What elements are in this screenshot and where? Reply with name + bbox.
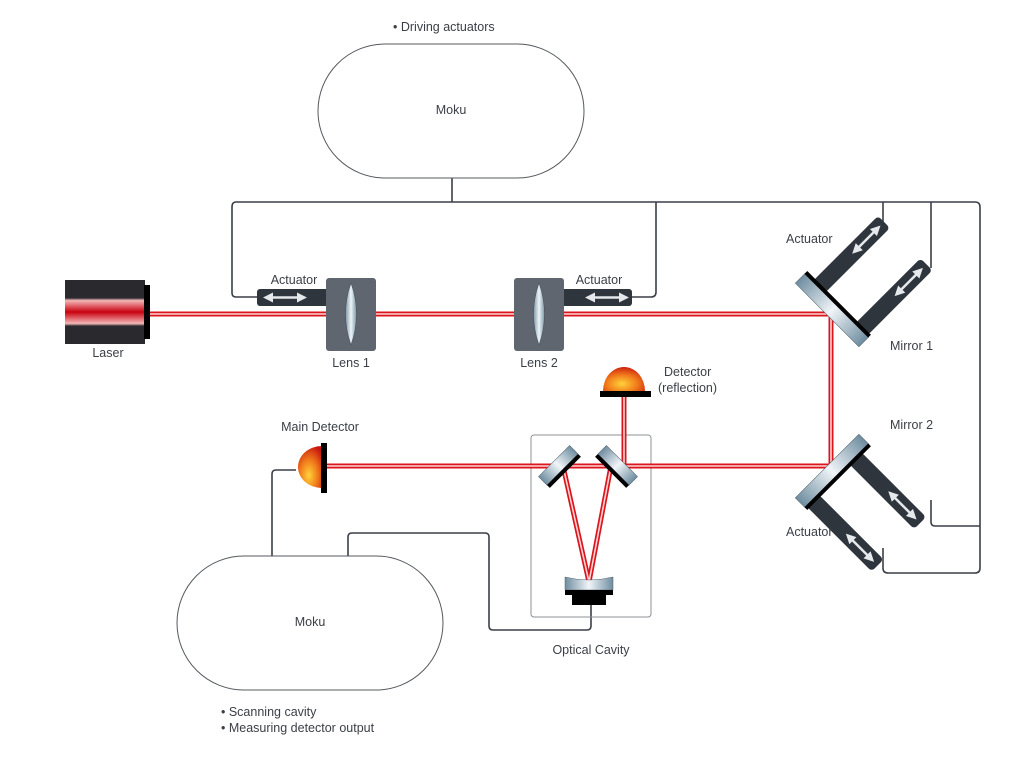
optical-cavity-label: Optical Cavity [552, 643, 630, 657]
moku-bottom[interactable]: Moku [176, 555, 444, 691]
mirror2-label: Mirror 2 [890, 418, 933, 432]
laser-label: Laser [92, 346, 123, 360]
lens1-actuator-label: Actuator [271, 273, 318, 287]
detector-reflection[interactable] [600, 367, 651, 397]
wire-bus-mirror2-lower [236, 201, 981, 574]
wire-lens2-actuator [632, 202, 657, 298]
moku-bottom-label: Moku [295, 615, 326, 629]
detector-reflection-label-2: (reflection) [658, 381, 717, 395]
double-arrow-icon [852, 225, 881, 254]
wire-cavity-piezo [347, 532, 592, 631]
cavity-input-mirror [538, 445, 581, 488]
mirror1-actuator-a[interactable] [813, 216, 890, 293]
mirror2-actuator-b[interactable] [807, 494, 884, 571]
detector-reflection-label-1: Detector [664, 365, 711, 379]
cavity-curved-mirror-piezo[interactable] [564, 576, 614, 605]
laser-source[interactable] [65, 280, 150, 344]
moku-top-label: Moku [436, 103, 467, 117]
moku-bottom-note-2: • Measuring detector output [221, 721, 375, 735]
lens2-actuator[interactable] [557, 289, 632, 306]
double-arrow-icon [845, 533, 875, 562]
lens1-label: Lens 1 [332, 356, 370, 370]
mirror1-actuator-b[interactable] [855, 258, 932, 335]
mirror2-assembly[interactable] [794, 433, 934, 573]
lens1[interactable] [326, 278, 376, 351]
moku-bottom-note-1: • Scanning cavity [221, 705, 317, 719]
main-detector[interactable] [298, 443, 327, 493]
main-detector-label: Main Detector [281, 420, 359, 434]
cavity-output-mirror [595, 445, 638, 488]
mirror1-label: Mirror 1 [890, 339, 933, 353]
lens1-actuator[interactable] [257, 289, 332, 306]
mirror2-actuator-label: Actuator [786, 525, 833, 539]
wire-main-detector [271, 469, 296, 556]
optical-cavity-enclosure [530, 434, 652, 618]
double-arrow-icon [888, 491, 917, 520]
control-wiring [231, 178, 981, 631]
laser-beam-path [150, 311, 834, 583]
lens2-actuator-label: Actuator [576, 273, 623, 287]
double-arrow-icon [894, 267, 923, 297]
wire-mirror2-actuator-upper [930, 500, 980, 527]
moku-top[interactable]: Moku [317, 43, 585, 179]
mirror2-actuator-a[interactable] [849, 452, 926, 529]
mirror1-actuator-label: Actuator [786, 232, 833, 246]
lens2-label: Lens 2 [520, 356, 558, 370]
moku-top-note: • Driving actuators [393, 20, 495, 34]
mirror1-assembly[interactable] [794, 208, 934, 348]
wire-lens1-actuator [231, 201, 258, 298]
lens2[interactable] [514, 278, 564, 351]
